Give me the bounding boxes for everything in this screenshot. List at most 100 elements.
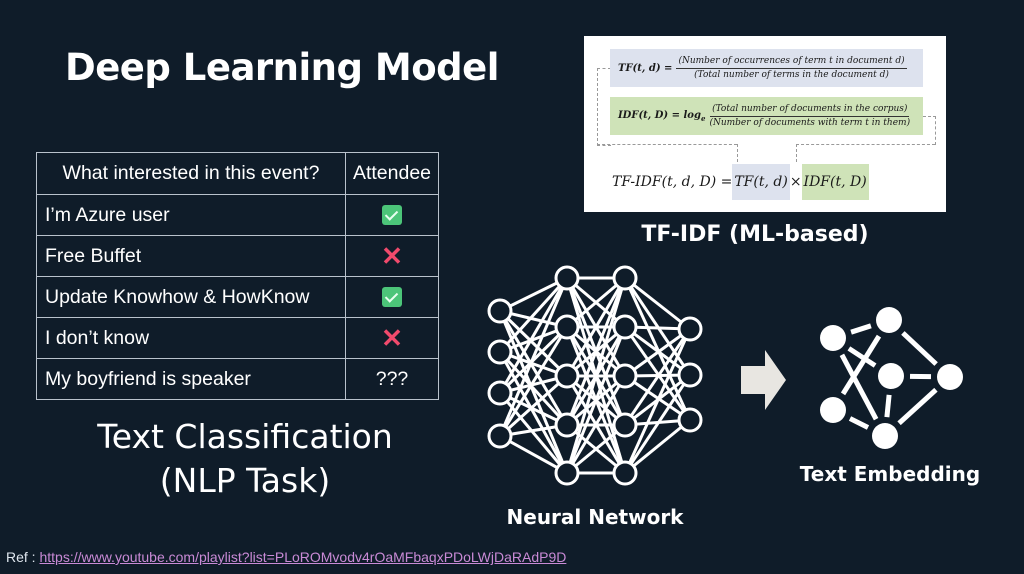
- nn-connection: [498, 277, 569, 437]
- nn-connection: [498, 374, 569, 438]
- reference: Ref : https://www.youtube.com/playlist?l…: [6, 549, 566, 565]
- embedding-edge: [850, 323, 872, 335]
- nn-connection: [565, 277, 627, 474]
- graph-embedding-icon: [820, 307, 963, 449]
- final-times: ×: [789, 174, 802, 190]
- idf-numerator: (Total number of documents in the corpus…: [710, 103, 910, 117]
- check-icon: [382, 287, 402, 308]
- check-icon: [382, 205, 402, 226]
- nn-connection: [623, 374, 692, 474]
- header-question: What interested in this event?: [36, 152, 346, 195]
- embedding-node: [820, 397, 846, 423]
- embedding-edge: [901, 331, 938, 366]
- text-classification-line1: Text Classification: [97, 417, 393, 456]
- tf-lhs: TF(t, d) =: [618, 62, 673, 74]
- nn-node: [677, 407, 703, 433]
- nn-node: [554, 412, 580, 438]
- row-question: I don’t know: [36, 317, 346, 359]
- text-classification-line2: (NLP Task): [159, 461, 331, 500]
- nn-connection: [624, 418, 691, 475]
- row-question: My boyfriend is speaker: [36, 358, 346, 400]
- final-lhs: TF-IDF(t, d, D) =: [612, 174, 733, 190]
- nn-node: [612, 265, 638, 291]
- header-attendee: Attendee: [345, 152, 439, 195]
- nn-connection: [624, 327, 691, 378]
- nn-node: [554, 265, 580, 291]
- tf-numerator: (Number of occurrences of term t in docu…: [676, 55, 907, 69]
- cross-icon: ✕: [381, 323, 403, 353]
- nn-node: [612, 314, 638, 340]
- embedding-node: [878, 363, 904, 389]
- neural-network-label: Neural Network: [506, 505, 684, 529]
- final-tf: TF(t, d): [732, 164, 790, 200]
- nn-connection: [566, 276, 626, 329]
- nn-connection: [623, 328, 692, 474]
- nn-node: [677, 362, 703, 388]
- embedding-edge: [884, 394, 892, 418]
- embedding-edge: [847, 346, 877, 368]
- table-row: My boyfriend is speaker???: [36, 358, 439, 400]
- reference-prefix: Ref :: [6, 549, 40, 565]
- classification-table: What interested in this event? Attendee …: [36, 152, 439, 400]
- tf-formula: TF(t, d) = (Number of occurrences of ter…: [610, 49, 923, 87]
- embedding-edge: [840, 334, 882, 396]
- embedding-node: [876, 307, 902, 333]
- nn-connection: [498, 276, 569, 354]
- neural-network-icon: [487, 265, 703, 486]
- tf-denominator: (Total number of terms in the document d…: [694, 69, 889, 80]
- nn-node: [487, 298, 513, 324]
- nn-connection: [565, 326, 627, 474]
- embedding-node: [937, 364, 963, 390]
- nn-connection: [623, 328, 692, 426]
- cross-icon: ✕: [381, 241, 403, 271]
- nn-connection: [565, 375, 627, 474]
- nn-node: [487, 423, 513, 449]
- embedding-node: [820, 325, 846, 351]
- nn-node: [554, 460, 580, 486]
- slide-title: Deep Learning Model: [65, 46, 499, 89]
- idf-formula: IDF(t, D) = loge (Total number of docume…: [610, 97, 923, 135]
- embedding-edge: [897, 387, 938, 426]
- nn-node: [677, 316, 703, 342]
- nn-connection: [498, 277, 569, 394]
- row-question: I’m Azure user: [36, 194, 346, 236]
- nn-node: [554, 363, 580, 389]
- reference-link[interactable]: https://www.youtube.com/playlist?list=PL…: [39, 549, 567, 565]
- table-row: I’m Azure user: [36, 194, 439, 236]
- right-arrow-icon: [741, 350, 786, 410]
- nn-connection: [498, 310, 569, 426]
- tfidf-label: TF-IDF (ML-based): [641, 222, 869, 247]
- embedding-edge: [848, 416, 870, 430]
- nn-node: [554, 314, 580, 340]
- table-header-row: What interested in this event? Attendee: [36, 152, 439, 195]
- embedding-edge: [839, 353, 879, 421]
- table-row: Update Knowhow & HowKnow: [36, 276, 439, 318]
- nn-node: [612, 412, 638, 438]
- nn-connection: [623, 277, 692, 421]
- nn-connection: [498, 326, 569, 437]
- nn-connection: [566, 423, 626, 475]
- idf-denominator: (Number of documents with term t in them…: [709, 117, 911, 128]
- row-question: Free Buffet: [36, 235, 346, 277]
- nn-connection: [624, 276, 691, 331]
- nn-connection: [499, 434, 568, 475]
- nn-node: [612, 460, 638, 486]
- nn-connection: [565, 277, 627, 426]
- nn-connection: [498, 350, 569, 427]
- nn-connection: [565, 277, 627, 377]
- nn-connection: [498, 309, 569, 378]
- final-idf: IDF(t, D): [801, 164, 869, 200]
- nn-node: [487, 339, 513, 365]
- tfidf-final-formula: TF-IDF(t, d, D) = TF(t, d) × IDF(t, D): [612, 162, 869, 202]
- text-classification-label: Text Classification (NLP Task): [60, 415, 430, 503]
- row-attendee: ???: [345, 358, 439, 400]
- nn-node: [487, 380, 513, 406]
- row-question: Update Knowhow & HowKnow: [36, 276, 346, 318]
- embedding-node: [872, 423, 898, 449]
- nn-node: [612, 363, 638, 389]
- table-row: I don’t know ✕: [36, 317, 439, 359]
- text-embedding-label: Text Embedding: [799, 462, 981, 486]
- idf-log-base: e: [700, 113, 706, 123]
- row-attendee: ✕: [345, 317, 439, 359]
